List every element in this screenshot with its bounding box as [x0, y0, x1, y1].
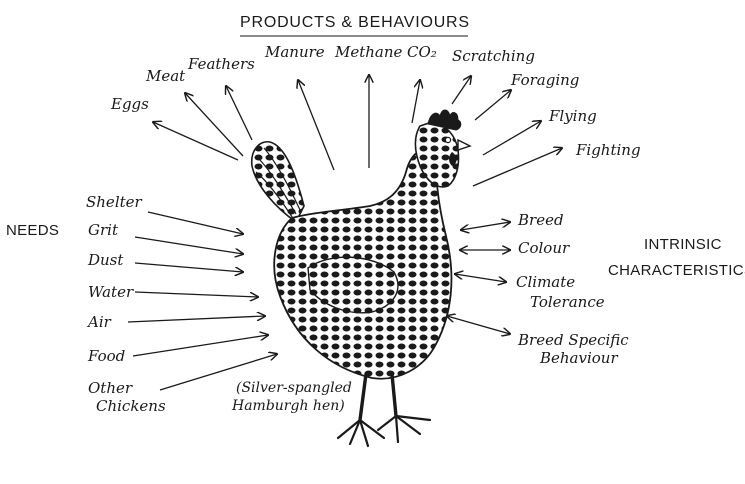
tail-feather-lines	[255, 147, 301, 221]
arrow-feathers	[226, 86, 253, 141]
caption-line2: Hamburgh hen)	[232, 398, 345, 414]
diagram-title: PRODUCTS & BEHAVIOURS	[240, 14, 470, 31]
arrow-shelter	[147, 211, 243, 234]
label-fighting: Fighting	[576, 141, 641, 159]
arrow-manure	[298, 80, 335, 171]
arrow-air	[127, 316, 265, 323]
label-climate: Climate	[516, 273, 576, 291]
arrow-dust	[134, 262, 243, 272]
hen-wing	[307, 256, 399, 314]
label-flying: Flying	[549, 107, 597, 125]
arrow-meat	[185, 93, 244, 157]
label-tolerance: Tolerance	[530, 293, 605, 311]
arrow-scratching	[451, 76, 471, 105]
arrow-breed-specific	[447, 316, 510, 334]
caption-line1: (Silver-spangled	[236, 380, 352, 396]
hen-tail	[250, 141, 305, 224]
label-meat: Meat	[146, 67, 186, 85]
needs-arrows	[127, 211, 277, 391]
label-food: Food	[88, 347, 126, 365]
arrow-food	[132, 335, 268, 357]
arrow-eggs	[153, 122, 239, 161]
label-co2: CO₂	[407, 43, 437, 61]
hen-comb	[427, 109, 462, 131]
hen-beak	[457, 138, 472, 151]
label-other: Other	[88, 379, 133, 397]
label-grit: Grit	[88, 221, 118, 239]
arrow-fighting	[472, 148, 562, 187]
label-water: Water	[88, 283, 134, 301]
label-colour: Colour	[518, 239, 570, 257]
intrinsic-heading-line1: INTRINSIC	[644, 236, 722, 253]
label-manure: Manure	[265, 43, 325, 61]
hen-illustration	[250, 109, 472, 448]
arrow-co2	[411, 80, 420, 124]
intrinsic-heading-line2: CHARACTERISTICS	[608, 262, 745, 279]
arrow-water	[134, 291, 258, 297]
arrow-grit	[134, 236, 243, 254]
intrinsic-arrows	[447, 222, 510, 334]
hen-wattle	[449, 152, 457, 166]
label-shelter: Shelter	[86, 193, 142, 211]
hen-legs	[358, 372, 398, 422]
arrow-climate	[455, 274, 506, 282]
label-methane: Methane	[335, 43, 403, 61]
arrow-flying	[482, 121, 541, 156]
label-foraging: Foraging	[511, 71, 580, 89]
label-scratching: Scratching	[452, 47, 535, 65]
hen-feet	[336, 414, 432, 448]
arrow-foraging	[474, 90, 511, 121]
label-feathers: Feathers	[188, 55, 255, 73]
product-arrows	[153, 75, 562, 187]
hen-eye	[444, 136, 452, 144]
label-breed-specific: Breed Specific	[518, 331, 629, 349]
label-dust: Dust	[88, 251, 124, 269]
needs-heading: NEEDS	[6, 222, 60, 239]
label-chickens: Chickens	[96, 397, 166, 415]
label-eggs: Eggs	[111, 95, 149, 113]
label-air: Air	[88, 313, 111, 331]
arrow-other-chickens	[159, 354, 277, 391]
label-behaviour: Behaviour	[540, 349, 618, 367]
arrow-breed	[461, 222, 510, 230]
label-breed: Breed	[518, 211, 564, 229]
